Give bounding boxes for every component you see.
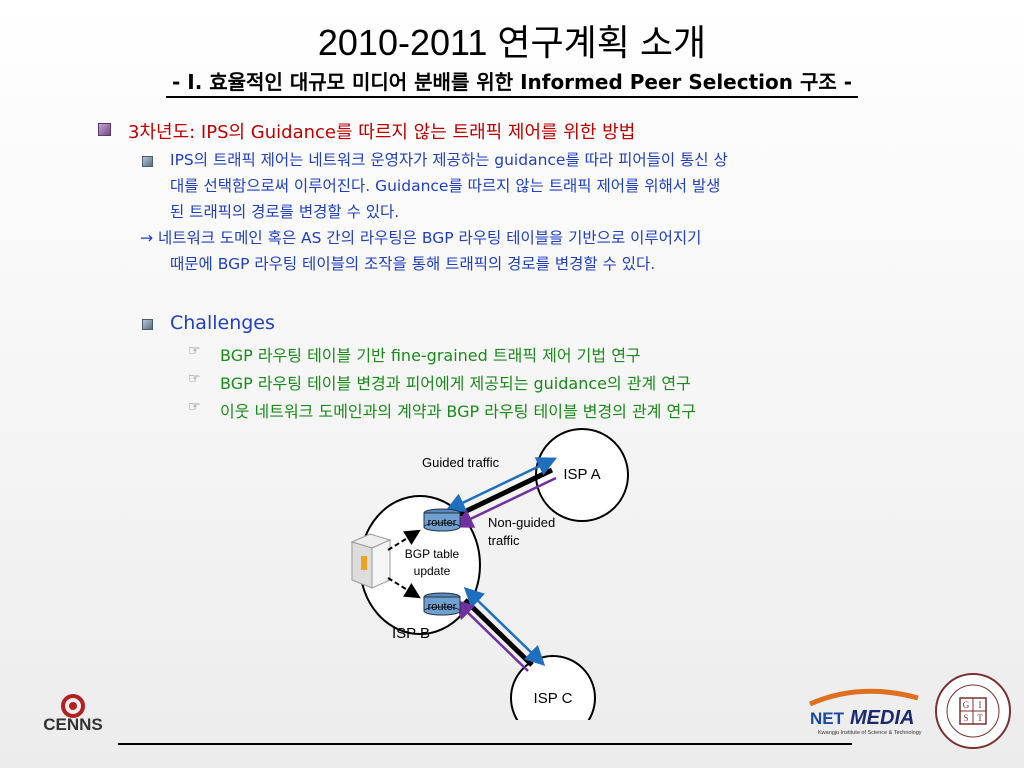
link-b-a bbox=[456, 467, 554, 518]
bgp-paragraph-text: 네트워크 도메인 혹은 AS 간의 라우팅은 BGP 라우팅 테이블을 기반으로… bbox=[157, 229, 702, 247]
netmedia-logo: NET MEDIA Kwangju Institute of Science &… bbox=[808, 688, 922, 736]
challenges-heading: Challenges bbox=[170, 312, 275, 334]
netmedia-sub-text: Kwangju Institute of Science & Technolog… bbox=[818, 730, 922, 736]
level1-bullet-icon bbox=[98, 123, 111, 136]
non-guided-arrow-c bbox=[453, 599, 529, 672]
ips-paragraph-line: 대를 선택함으로써 이루어진다. Guidance를 따르지 않는 트래픽 제어… bbox=[170, 177, 721, 195]
ips-paragraph-line: 된 트래픽의 경로를 변경할 수 있다. bbox=[170, 203, 400, 221]
non-guided-arrow-a bbox=[452, 476, 557, 528]
cenns-logo: CENNS bbox=[43, 694, 103, 734]
bgp-update-arrow-up bbox=[387, 529, 421, 551]
network-diagram: router router ISP A ISP B ISP C Guided t… bbox=[350, 428, 629, 720]
non-guided-label-2: traffic bbox=[488, 533, 520, 548]
guided-arrow-a bbox=[444, 457, 558, 512]
bgp-paragraph-line1: → 네트워크 도메인 혹은 AS 간의 라우팅은 BGP 라우팅 테이블을 기반… bbox=[140, 225, 910, 251]
slide-subtitle: - I. 효율적인 대규모 미디어 분배를 위한 Informed Peer S… bbox=[165, 70, 859, 98]
svg-text:T: T bbox=[977, 713, 983, 723]
cenns-logo-text: CENNS bbox=[43, 715, 103, 734]
pointing-hand-icon: ☞ bbox=[188, 343, 201, 359]
router-bottom-label: router bbox=[428, 601, 457, 613]
pointing-hand-icon: ☞ bbox=[188, 399, 201, 415]
bgp-paragraph-line2: 때문에 BGP 라우팅 테이블의 조작을 통해 트래픽의 경로를 변경할 수 있… bbox=[170, 255, 656, 273]
router-top: router bbox=[423, 508, 461, 532]
svg-text:I: I bbox=[979, 700, 982, 710]
level1-heading: 3차년도: IPS의 Guidance를 따르지 않는 트래픽 제어를 위한 방… bbox=[128, 122, 636, 143]
netmedia-media-text: MEDIA bbox=[850, 707, 914, 729]
ips-paragraph: IPS의 트래픽 제어는 네트워크 운영자가 제공하는 guidance를 따라… bbox=[170, 147, 940, 225]
router-top-label: router bbox=[428, 517, 457, 529]
footer-divider bbox=[118, 743, 852, 745]
level2-bullet-icon bbox=[142, 156, 153, 167]
bgp-label-1: BGP table bbox=[405, 547, 460, 561]
isp-b-label: ISP B bbox=[392, 625, 430, 642]
pointing-hand-icon: ☞ bbox=[188, 371, 201, 387]
netmedia-net-text: NET bbox=[810, 709, 845, 728]
ips-paragraph-line: IPS의 트래픽 제어는 네트워크 운영자가 제공하는 guidance를 따라… bbox=[170, 151, 728, 169]
svg-text:S: S bbox=[963, 713, 968, 723]
svg-text:G: G bbox=[963, 700, 970, 710]
bgp-paragraph: → 네트워크 도메인 혹은 AS 간의 라우팅은 BGP 라우팅 테이블을 기반… bbox=[140, 225, 910, 277]
slide-subtitle-container: - I. 효율적인 대규모 미디어 분배를 위한 Informed Peer S… bbox=[0, 66, 1024, 98]
router-bottom: router bbox=[423, 592, 461, 616]
slide-title: 2010-2011 연구계획 소개 bbox=[317, 22, 707, 63]
server-icon bbox=[350, 533, 392, 589]
challenge-item: BGP 라우팅 테이블 변경과 피어에게 제공되는 guidance의 관계 연… bbox=[220, 374, 691, 393]
right-arrow-icon: → bbox=[140, 229, 153, 247]
challenge-item: BGP 라우팅 테이블 기반 fine-grained 트래픽 제어 기법 연구 bbox=[220, 346, 641, 365]
bgp-label-2: update bbox=[414, 564, 451, 578]
isp-a-label: ISP A bbox=[563, 466, 600, 483]
gist-seal-logo: G I S T bbox=[935, 673, 1011, 749]
non-guided-label-1: Non-guided bbox=[488, 515, 555, 530]
isp-c-label: ISP C bbox=[534, 690, 573, 707]
challenge-item: 이웃 네트워크 도메인과의 계약과 BGP 라우팅 테이블 변경의 관계 연구 bbox=[220, 402, 696, 421]
bgp-update-arrow-down bbox=[387, 577, 421, 599]
link-b-c bbox=[463, 598, 534, 667]
guided-traffic-label: Guided traffic bbox=[422, 455, 500, 470]
isp-c-circle bbox=[510, 655, 596, 720]
guided-arrow-c bbox=[463, 587, 546, 666]
challenges-bullet-icon bbox=[142, 319, 153, 330]
